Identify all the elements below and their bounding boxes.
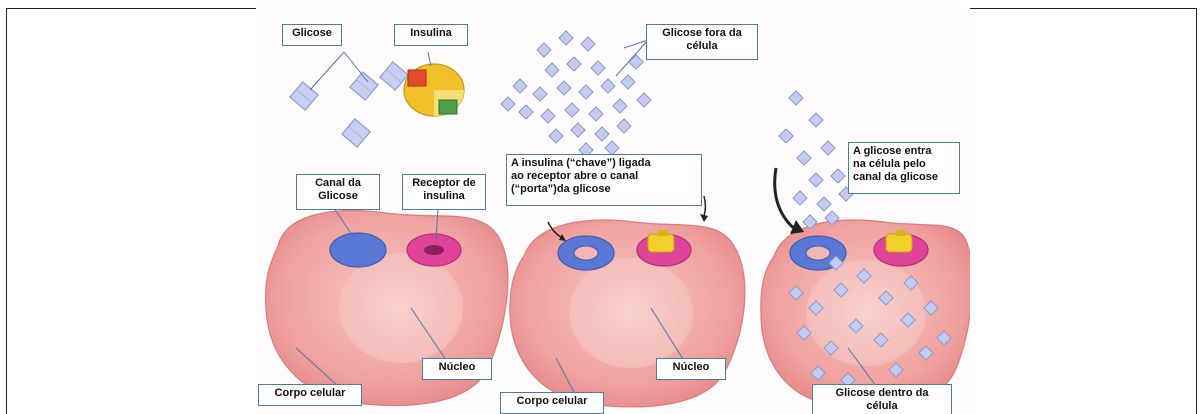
label-corpo-celular-1: Corpo celular [258,384,362,406]
diagram-illustration [256,8,970,414]
glucose-outside-cluster [501,31,651,157]
label-canal-glicose: Canal da Glicose [296,174,380,210]
label-nucleo-2: Núcleo [656,358,726,380]
left-rule [6,8,7,414]
nucleus-1 [339,253,463,363]
label-glicose-fora: Glicose fora da célula [646,24,758,60]
label-corpo-celular-2: Corpo celular [500,392,604,414]
glucose-channel-1 [330,233,386,267]
label-nucleo-1: Núcleo [422,358,492,380]
glucose-molecules [290,52,408,147]
right-rule [1196,8,1197,414]
label-glicose: Glicose [282,24,342,46]
label-glicose-dentro: Glicose dentro da célula [812,384,952,414]
label-receptor-insulina: Receptor de insulina [402,174,486,210]
label-insulina: Insulina [394,24,468,46]
insulin-key-2 [648,234,674,252]
cell-body-3 [761,220,970,407]
insulin-glucose-diagram: Glicose Insulina Glicose fora da célula … [256,8,970,414]
insulin-molecule [404,52,464,116]
arrow-icon [704,196,706,216]
insulin-key-3 [886,234,912,252]
label-glicose-entra: A glicose entra na célula pelo canal da … [848,142,960,194]
nucleus-2 [569,258,693,368]
label-insulina-chave: A insulina (“chave”) ligada ao receptor … [506,154,702,206]
glucose-stream [775,91,853,234]
